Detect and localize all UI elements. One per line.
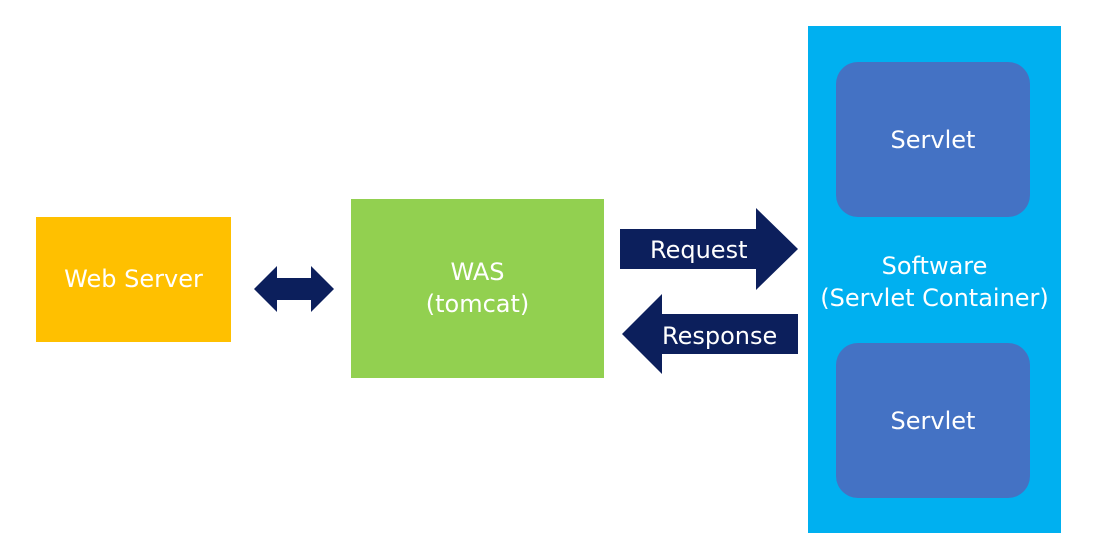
was-title: WAS	[450, 258, 505, 287]
bidirectional-arrow-icon	[254, 266, 334, 312]
servlet-container-label: Software (Servlet Container)	[808, 250, 1061, 314]
servlet-box-bottom: Servlet	[836, 343, 1030, 498]
web-server-label: Web Server	[64, 264, 203, 293]
servlet-label: Servlet	[890, 125, 976, 154]
request-label: Request	[650, 236, 748, 264]
was-box: WAS (tomcat)	[351, 199, 604, 378]
response-arrow-icon	[622, 294, 798, 374]
container-subtitle: (Servlet Container)	[820, 284, 1049, 312]
servlet-box-top: Servlet	[836, 62, 1030, 217]
response-label: Response	[662, 322, 778, 350]
was-subtitle: (tomcat)	[425, 289, 530, 318]
web-server-box: Web Server	[36, 217, 231, 342]
container-title: Software	[881, 252, 988, 280]
servlet-label: Servlet	[890, 406, 976, 435]
request-arrow-icon	[620, 208, 798, 290]
